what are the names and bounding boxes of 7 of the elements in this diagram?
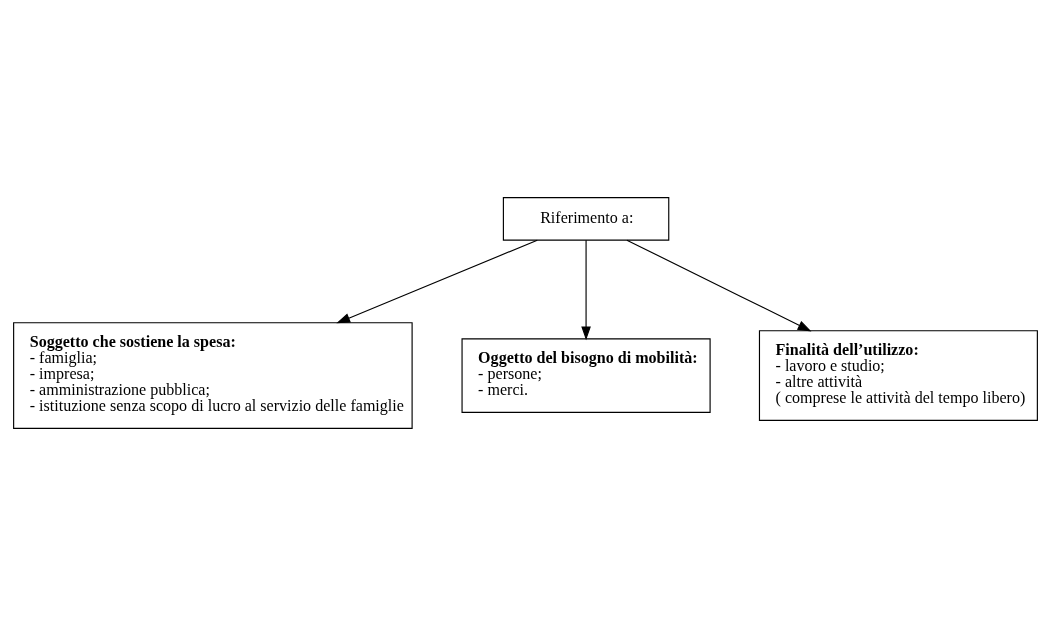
node-box: Oggetto del bisogno di mobilità: - persone; - merci. <box>461 338 711 413</box>
node-box: Riferimento a: <box>502 197 670 241</box>
node-box: Soggetto che sostiene la spesa: - famiglia; - impresa; - amministrazione pubblica; - istituzione senza scopo di lucro al servizio delle famiglie <box>13 322 413 429</box>
node-box: Finalità dell’utilizzo: - lavoro e studio; - altre attività ( comprese le attività del tempo libero) <box>758 330 1038 421</box>
arrow <box>626 239 812 332</box>
arrow <box>336 239 538 324</box>
arrow <box>581 239 591 341</box>
